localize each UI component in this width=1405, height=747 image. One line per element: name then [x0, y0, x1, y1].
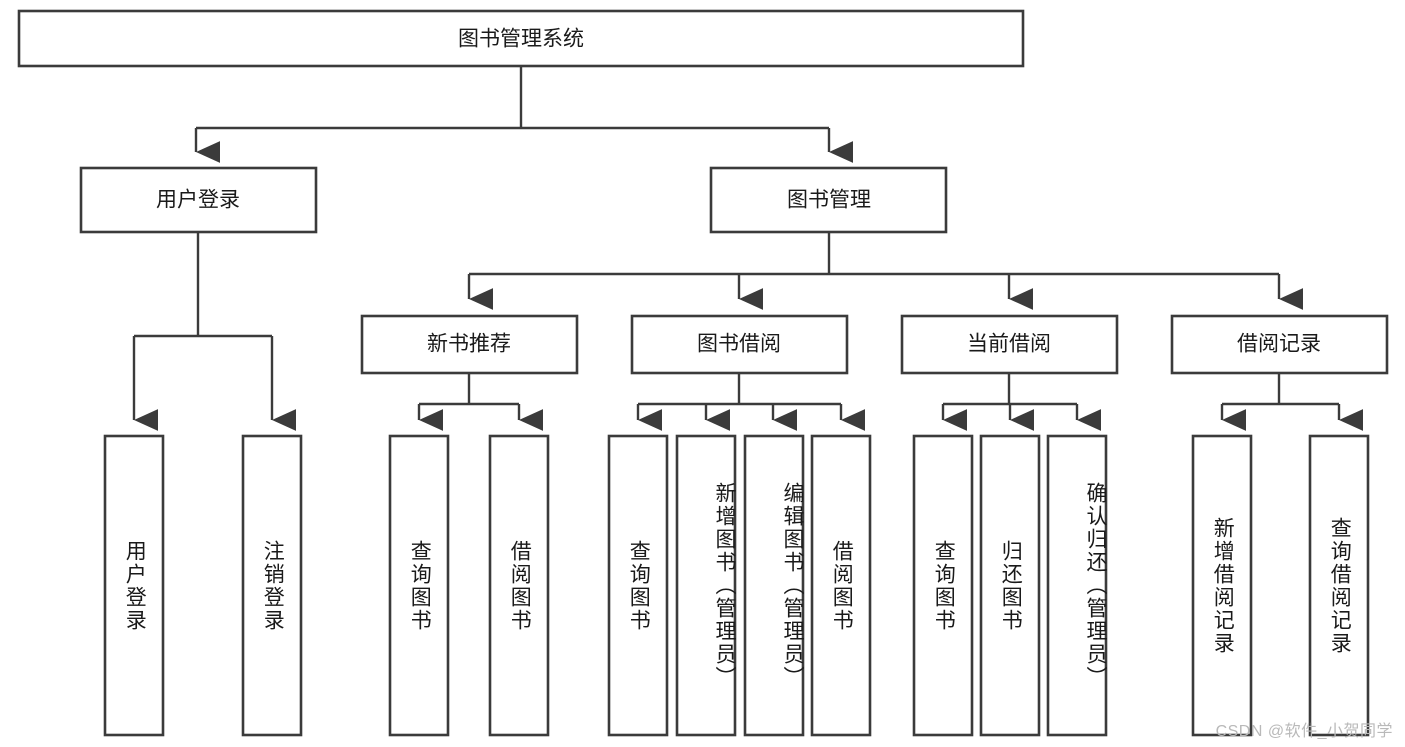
leaf-box-add-borrow-record[interactable]	[1191, 434, 1253, 737]
connector-new-book-rec-to-leaves	[417, 373, 544, 431]
connector-root-to-bus	[194, 66, 854, 163]
leaf-box-return-book[interactable]	[979, 434, 1041, 737]
node-new-book-recommendation[interactable]: 新书推荐	[360, 314, 579, 375]
leaf-box-query-book-3[interactable]	[912, 434, 974, 737]
csdn-watermark: CSDN @软件_小贺同学	[1215, 723, 1393, 740]
node-borrowing-record-label: 借阅记录	[1237, 333, 1321, 356]
node-root-book-management-system[interactable]: 图书管理系统	[17, 9, 1025, 68]
node-book-management-label: 图书管理	[787, 189, 871, 212]
connector-book-borrow-to-leaves	[636, 373, 866, 431]
node-borrowing-record[interactable]: 借阅记录	[1170, 314, 1389, 375]
leaf-box-query-borrow-record[interactable]	[1308, 434, 1370, 737]
leaf-node-boxes	[103, 434, 1370, 737]
connector-current-borrow-to-leaves	[941, 373, 1102, 431]
node-book-management[interactable]: 图书管理	[709, 166, 948, 234]
connector-borrow-record-to-leaves	[1220, 373, 1364, 431]
leaf-box-logout[interactable]	[241, 434, 303, 737]
leaf-box-query-book-1[interactable]	[388, 434, 450, 737]
leaf-box-add-book-admin[interactable]	[675, 434, 737, 737]
connector-book-mgmt-to-level3	[467, 232, 1304, 310]
leaf-box-edit-book-admin[interactable]	[743, 434, 805, 737]
leaf-box-borrow-book-1[interactable]	[488, 434, 550, 737]
leaf-box-confirm-return-admin[interactable]	[1046, 434, 1108, 737]
leaf-box-borrow-book-2[interactable]	[810, 434, 872, 737]
node-book-borrowing-label: 图书借阅	[697, 333, 781, 356]
node-user-login-label: 用户登录	[156, 189, 240, 212]
node-new-book-recommendation-label: 新书推荐	[427, 333, 511, 356]
node-root-label: 图书管理系统	[458, 28, 584, 51]
leaf-box-user-login[interactable]	[103, 434, 165, 737]
node-current-borrowing-label: 当前借阅	[967, 333, 1051, 356]
node-current-borrowing[interactable]: 当前借阅	[900, 314, 1119, 375]
leaf-box-query-book-2[interactable]	[607, 434, 669, 737]
node-book-borrowing[interactable]: 图书借阅	[630, 314, 849, 375]
node-user-login[interactable]: 用户登录	[79, 166, 318, 234]
connector-user-login-to-children	[132, 232, 297, 431]
